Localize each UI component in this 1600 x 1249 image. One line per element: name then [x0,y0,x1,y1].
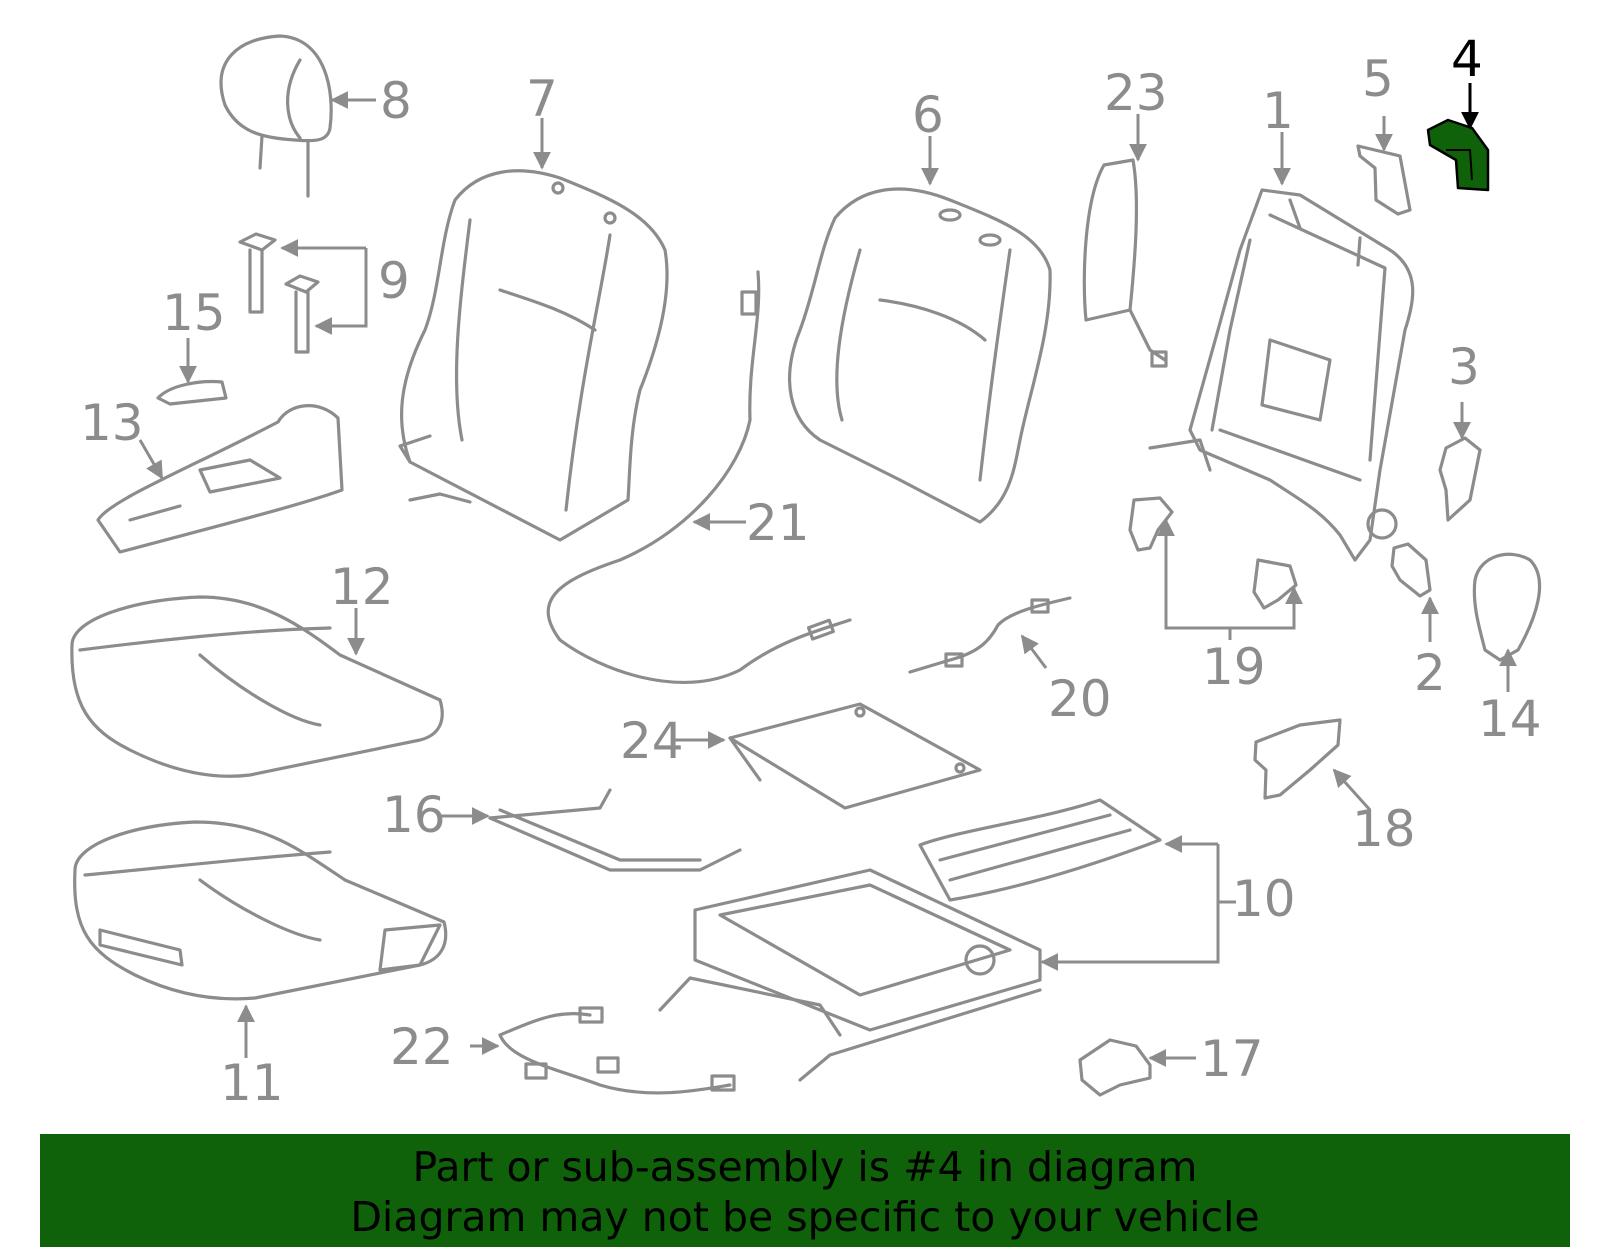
part-24-board [728,702,982,810]
part-10-seat-frame [658,798,1162,1082]
part-7-seatback-cover [398,169,669,542]
part-1-frame [1148,188,1415,562]
part-19-covers [1128,496,1298,610]
part-5-bracket [1356,144,1412,216]
callout-22: 22 [390,1018,454,1076]
callout-17: 17 [1200,1030,1264,1088]
part-15-cover [156,379,228,406]
callout-5: 5 [1362,50,1394,108]
callout-4: 4 [1451,30,1483,88]
part-2-bracket [1390,542,1432,598]
callout-15: 15 [162,284,226,342]
callout-21: 21 [746,494,810,552]
part-21-cable [546,270,852,684]
callout-10: 10 [1232,870,1296,928]
callout-9: 9 [378,252,410,310]
part-12-cushion-cover [70,595,444,778]
callout-23: 23 [1104,64,1168,122]
part-16-wire-frame [488,788,742,872]
banner-line-disclaimer: Diagram may not be specific to your vehi… [350,1193,1260,1241]
callout-1: 1 [1262,82,1294,140]
callout-18: 18 [1352,800,1416,858]
callout-12: 12 [330,558,394,616]
callout-19: 19 [1202,638,1266,696]
callout-11: 11 [220,1054,284,1112]
callout-8: 8 [380,72,412,130]
callout-13: 13 [80,394,144,452]
part-11-cushion-pad [73,820,448,1001]
part-18-bracket [1253,718,1342,800]
callout-labels: 4 5 1 23 6 7 8 9 15 13 3 21 12 19 2 20 1… [80,30,1542,1112]
banner-line-part: Part or sub-assembly is #4 in diagram [412,1143,1198,1191]
callout-7: 7 [526,70,558,128]
leader-lines [138,83,1517,1067]
callout-20: 20 [1048,670,1112,728]
callout-24: 24 [620,712,684,770]
part-17-bracket [1078,1038,1152,1097]
part-13-shield [96,404,344,554]
part-4-highlighted [1426,118,1490,192]
info-banner: Part or sub-assembly is #4 in diagram Di… [40,1134,1570,1247]
part-3-trim [1438,436,1482,522]
callout-3: 3 [1448,338,1480,396]
callout-6: 6 [912,86,944,144]
part-14-cover [1472,552,1542,662]
part-20-wire [908,596,1072,674]
part-22-harness [498,1006,736,1095]
part-9-headrest-support [238,232,320,354]
callout-14: 14 [1478,690,1542,748]
part-8-headrest [219,34,333,198]
callout-16: 16 [382,786,446,844]
callout-2: 2 [1414,644,1446,702]
part-6-seatback-pad [788,187,1052,524]
part-23-pad [1082,158,1168,368]
